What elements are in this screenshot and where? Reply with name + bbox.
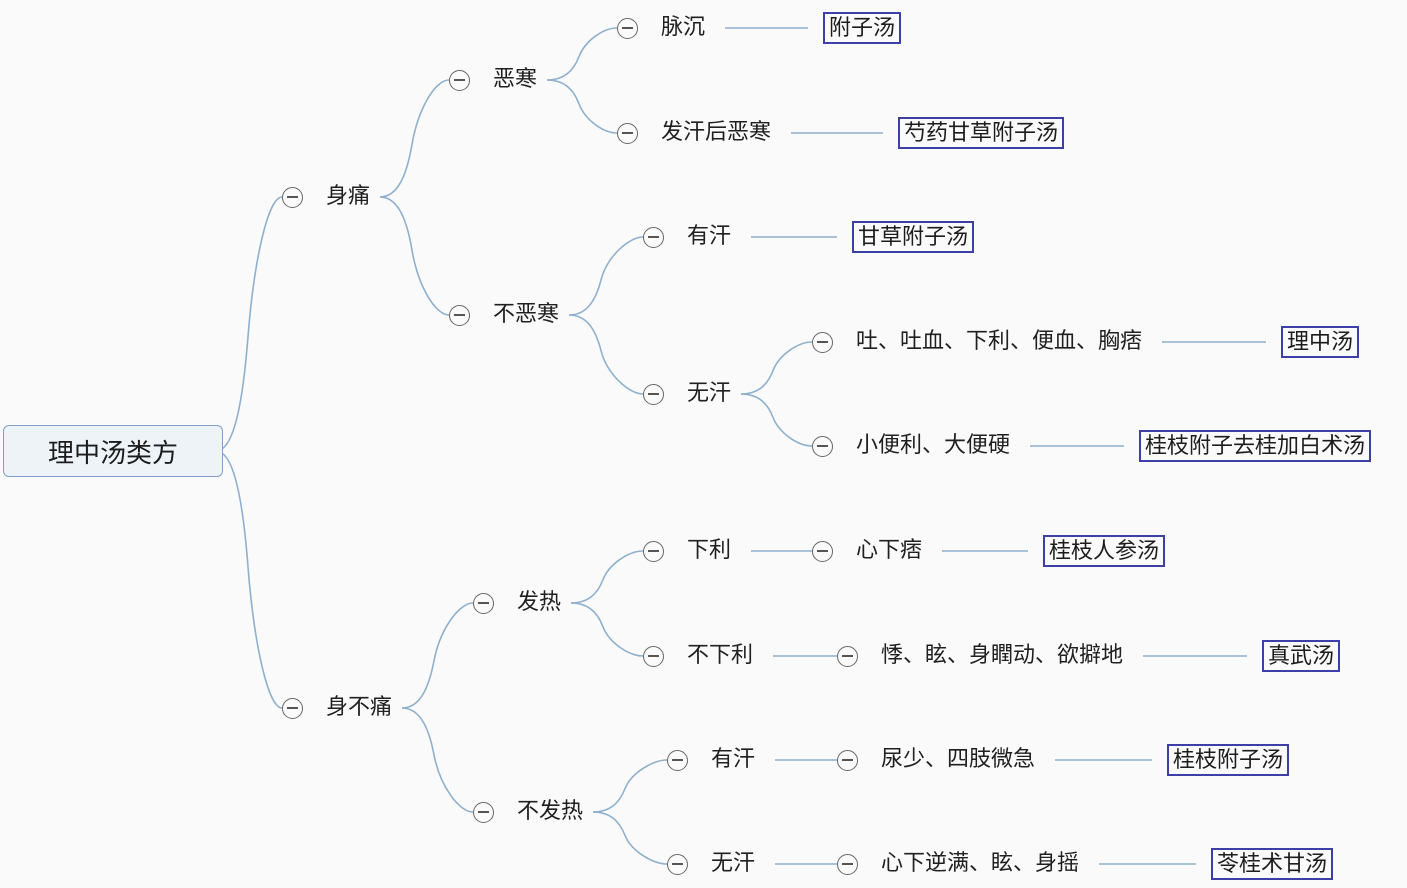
connector-line <box>592 811 668 865</box>
formula-box[interactable]: 苓桂术甘汤 <box>1211 848 1334 880</box>
collapse-toggle-icon[interactable] <box>667 853 688 875</box>
connector-line <box>379 196 450 316</box>
connector-line <box>740 341 813 395</box>
topic-node[interactable]: 无汗 <box>711 851 756 876</box>
collapse-toggle-icon[interactable] <box>837 645 858 667</box>
collapse-toggle-icon[interactable] <box>812 540 833 562</box>
connector-line <box>570 602 644 657</box>
topic-node[interactable]: 心下逆满、眩、身摇 <box>881 851 1080 876</box>
collapse-toggle-icon[interactable] <box>282 697 303 719</box>
formula-box[interactable]: 芍药甘草附子汤 <box>898 117 1065 149</box>
connector-line <box>215 450 283 709</box>
topic-node[interactable]: 有汗 <box>687 224 732 249</box>
connector-line <box>592 759 668 813</box>
topic-node[interactable]: 恶寒 <box>493 67 538 92</box>
connector-line <box>740 393 813 447</box>
topic-node[interactable]: 有汗 <box>711 747 756 772</box>
topic-node[interactable]: 尿少、四肢微急 <box>881 747 1036 772</box>
connector-line <box>215 196 283 452</box>
topic-node[interactable]: 吐、吐血、下利、便血、胸痞 <box>856 329 1143 354</box>
topic-node[interactable]: 不下利 <box>687 643 754 668</box>
topic-node[interactable]: 脉沉 <box>661 15 706 40</box>
collapse-toggle-icon[interactable] <box>643 540 664 562</box>
topic-node[interactable]: 无汗 <box>687 381 732 406</box>
collapse-toggle-icon[interactable] <box>643 645 664 667</box>
connector-line <box>546 27 618 81</box>
topic-node[interactable]: 悸、眩、身瞤动、欲擗地 <box>881 643 1124 668</box>
collapse-toggle-icon[interactable] <box>449 304 470 326</box>
connector-line <box>568 314 644 395</box>
formula-box[interactable]: 附子汤 <box>823 12 902 44</box>
formula-box[interactable]: 桂枝人参汤 <box>1043 535 1166 567</box>
collapse-toggle-icon[interactable] <box>449 69 470 91</box>
connector-line <box>568 236 644 316</box>
topic-node[interactable]: 不恶寒 <box>493 302 560 327</box>
topic-node[interactable]: 小便利、大便硬 <box>856 433 1011 458</box>
topic-node[interactable]: 下利 <box>687 538 732 563</box>
collapse-toggle-icon[interactable] <box>812 331 833 353</box>
collapse-toggle-icon[interactable] <box>643 383 664 405</box>
collapse-toggle-icon[interactable] <box>473 592 494 614</box>
collapse-toggle-icon[interactable] <box>667 749 688 771</box>
connector-line <box>401 602 474 709</box>
collapse-toggle-icon[interactable] <box>812 435 833 457</box>
collapse-toggle-icon[interactable] <box>473 801 494 823</box>
collapse-toggle-icon[interactable] <box>617 122 638 144</box>
topic-node[interactable]: 身不痛 <box>326 695 393 720</box>
collapse-toggle-icon[interactable] <box>643 226 664 248</box>
root-node-label: 理中汤类方 <box>47 438 178 469</box>
formula-box[interactable]: 真武汤 <box>1262 640 1341 672</box>
connector-line <box>546 79 618 134</box>
connector-line <box>379 79 450 198</box>
formula-box[interactable]: 理中汤 <box>1281 326 1360 358</box>
collapse-toggle-icon[interactable] <box>617 17 638 39</box>
topic-node[interactable]: 发热 <box>517 590 562 615</box>
root-node[interactable]: 理中汤类方 <box>3 425 223 477</box>
formula-box[interactable]: 甘草附子汤 <box>852 221 975 253</box>
collapse-toggle-icon[interactable] <box>282 186 303 208</box>
topic-node[interactable]: 发汗后恶寒 <box>661 120 772 145</box>
formula-box[interactable]: 桂枝附子去桂加白术汤 <box>1139 430 1372 462</box>
connector-line <box>401 707 474 813</box>
collapse-toggle-icon[interactable] <box>837 853 858 875</box>
collapse-toggle-icon[interactable] <box>837 749 858 771</box>
topic-node[interactable]: 不发热 <box>517 799 584 824</box>
topic-node[interactable]: 身痛 <box>326 184 371 209</box>
connector-line <box>570 550 644 604</box>
formula-box[interactable]: 桂枝附子汤 <box>1167 744 1290 776</box>
topic-node[interactable]: 心下痞 <box>856 538 923 563</box>
